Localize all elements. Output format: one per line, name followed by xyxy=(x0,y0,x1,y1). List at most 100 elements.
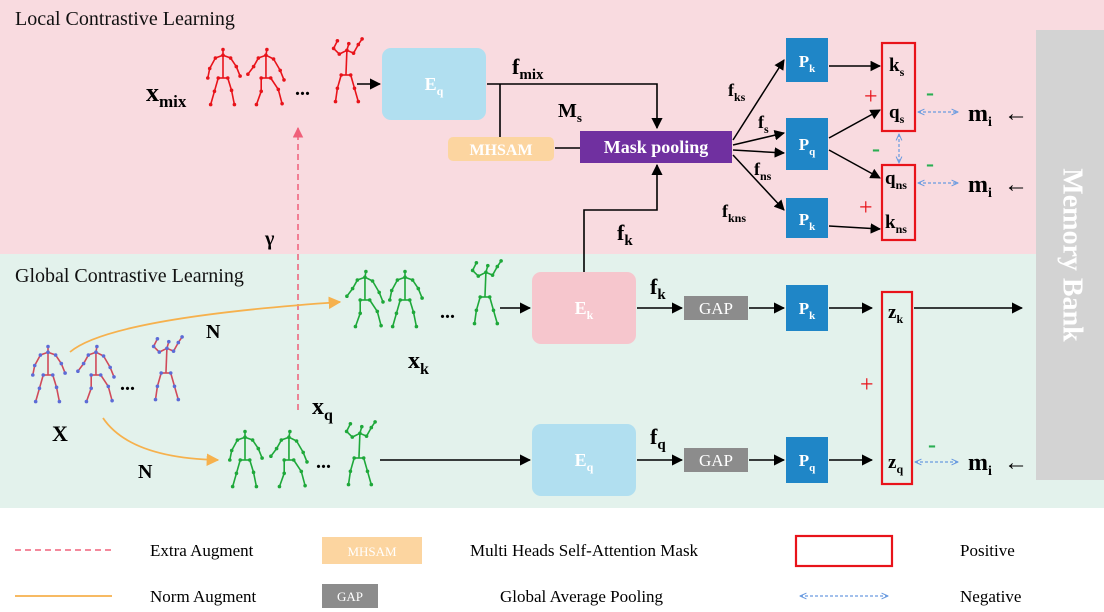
xk-skeleton-2 xyxy=(388,269,424,329)
mix-skeleton-2-joint xyxy=(278,68,283,73)
xq-skeleton-1-bone xyxy=(235,459,242,474)
mix-skeleton-2-joint xyxy=(282,78,286,82)
fmix-to-pooling-arrow xyxy=(487,83,663,130)
input-skeleton-1-joint xyxy=(50,373,55,377)
input-skeleton-1-joint xyxy=(31,373,35,377)
input-skeleton-1-joint xyxy=(46,350,50,355)
mask-pooling-label: Mask pooling xyxy=(604,137,709,157)
mhsam-block xyxy=(448,137,554,161)
m-s-label: Ms xyxy=(558,100,582,125)
input-skeleton-2-joint xyxy=(89,386,93,391)
mix-skeleton-3-bone xyxy=(345,50,348,76)
xk-skeleton-1-joint xyxy=(355,278,360,282)
mix-skeleton-2-joint xyxy=(259,89,264,94)
mix-skeleton-3-joint xyxy=(356,42,361,47)
input-skeleton-3-joint xyxy=(168,371,173,375)
input-skeleton-3-joint xyxy=(176,397,181,402)
xq-skeleton-2-joint xyxy=(282,458,287,462)
mix-ellipsis: ... xyxy=(295,78,310,100)
input-skeleton-1-joint xyxy=(33,399,38,404)
input-skeleton-2-joint xyxy=(95,344,99,349)
xq-skeleton-1-joint xyxy=(247,458,252,462)
input-skeleton-sequence xyxy=(31,335,184,404)
mix-skeleton-2-joint xyxy=(259,76,264,80)
xq-skeleton-2-joint xyxy=(303,483,307,488)
f-ns-label: fns xyxy=(754,159,772,183)
xk-skeleton-1-joint xyxy=(375,309,380,314)
xk-skeleton-1-bone xyxy=(354,313,361,327)
mix-skeleton-1-bone xyxy=(213,77,220,92)
input-skeleton-1-joint xyxy=(59,361,64,366)
xk-skeleton-2-bone xyxy=(395,299,402,314)
xq-skeleton-1-joint xyxy=(243,429,247,434)
input-skeleton-3-joint xyxy=(167,339,171,344)
norm-augment-arrow-top xyxy=(69,296,342,353)
xk-skeleton-1-joint xyxy=(381,300,385,304)
mix-skeleton-1-joint xyxy=(238,74,242,78)
input-skeleton-1-bone xyxy=(33,354,42,366)
minus-sign-zq-m: - xyxy=(928,432,936,458)
m-i-label-3: mi xyxy=(968,450,992,479)
xq-skeleton-3-joint xyxy=(364,434,369,438)
input-skeleton-2-bone xyxy=(102,355,111,368)
input-skeleton-2-joint xyxy=(106,384,111,389)
pooling-to-pq-arrow-a xyxy=(732,130,786,146)
mix-skeleton-1-joint xyxy=(229,88,234,93)
mix-skeleton-2-joint xyxy=(246,72,250,76)
mix-skeleton-sequence xyxy=(206,37,364,107)
pq-projector-global-label: Pq xyxy=(799,451,816,474)
xk-skeleton-3-joint xyxy=(491,308,496,313)
input-skeleton-2-joint xyxy=(101,354,106,358)
xq-skeleton-1-joint xyxy=(234,471,239,476)
input-skeleton-2-joint xyxy=(108,365,112,370)
minus-sign-qs-qns: - xyxy=(872,136,880,162)
mix-skeleton-3-joint xyxy=(351,51,356,55)
global-section-title: Global Contrastive Learning xyxy=(15,265,244,287)
xq-skeleton-3-joint xyxy=(348,422,353,426)
eq-encoder-bottom-label: Eq xyxy=(575,450,594,474)
pq-projector-global xyxy=(786,437,828,483)
pk-projector-top-label: Pk xyxy=(799,52,816,75)
xq-skeleton-3-joint xyxy=(350,435,355,439)
xq-skeleton-3-bone xyxy=(349,457,355,472)
input-skeleton-1-joint xyxy=(41,373,46,377)
mix-skeleton-2 xyxy=(246,47,286,107)
xq-skeleton-1-bone xyxy=(231,473,238,487)
input-skeleton-1 xyxy=(31,344,67,404)
pq-to-qns-arrow xyxy=(828,149,881,179)
gap-block-k xyxy=(684,296,748,320)
eq-encoder-bottom xyxy=(532,424,636,496)
local-section-title: Local Contrastive Learning xyxy=(15,8,235,30)
xq-skeleton-3-bone xyxy=(358,433,361,459)
mix-skeleton-3-joint xyxy=(345,48,349,53)
positive-box-s xyxy=(880,41,917,133)
mix-skeleton-2-bone xyxy=(277,89,283,104)
xk-skeleton-3-joint xyxy=(470,268,475,273)
xk-skeleton-3-bone xyxy=(475,296,481,311)
pooling-to-pq-arrow-b xyxy=(732,147,786,158)
xk-skeleton-2-joint xyxy=(411,310,416,315)
input-skeleton-1-joint xyxy=(38,353,43,357)
xk-skeleton-2-joint xyxy=(390,324,395,329)
input-skeleton-3-bone xyxy=(154,386,159,400)
xq-skeleton-1-joint xyxy=(256,446,261,451)
mix-skeleton-1-bone xyxy=(209,91,216,105)
mix-skeleton-2-joint xyxy=(276,87,281,92)
mix-skeleton-1-bone xyxy=(208,57,217,69)
eq-encoder-top xyxy=(382,48,486,120)
input-skeleton-2-joint xyxy=(86,353,91,357)
mix-skeleton-2-joint xyxy=(280,101,284,106)
xk-skeleton-1-joint xyxy=(353,324,358,329)
mix-skeleton-2-joint xyxy=(254,102,259,107)
legend: Extra Augment Norm Augment MHSAM Multi H… xyxy=(15,534,1021,608)
input-skeleton-3-joint xyxy=(159,371,163,375)
input-skeleton-1-joint xyxy=(57,399,62,404)
minus-sign-qns-m: - xyxy=(926,151,934,177)
xk-skeleton-2-joint xyxy=(398,298,403,302)
xq-skeleton-2-bone xyxy=(300,471,306,486)
mix-skeleton-1-joint xyxy=(212,89,217,94)
xk-skeleton-2-joint xyxy=(410,278,415,282)
xk-skeleton-3 xyxy=(470,259,503,326)
pk-projector-bottom-label: Pk xyxy=(799,210,816,233)
